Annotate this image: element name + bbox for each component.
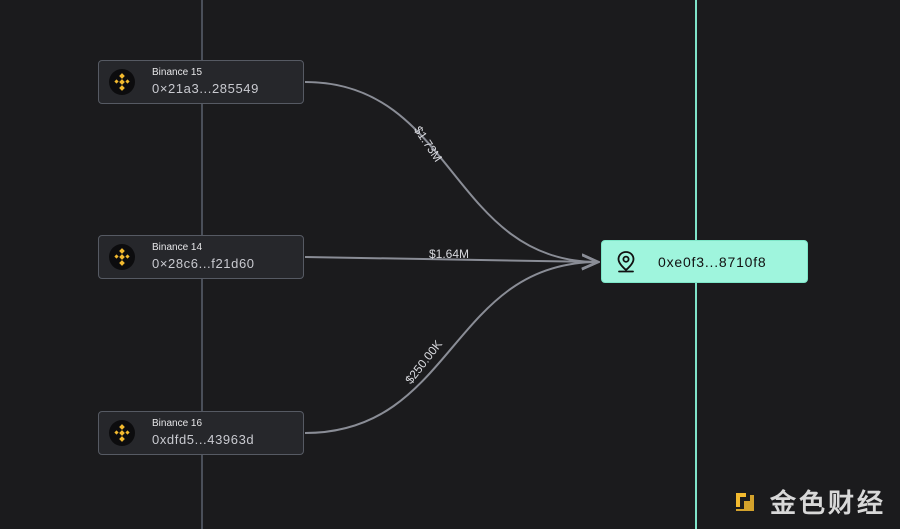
edge-binance-14[interactable] <box>304 257 598 262</box>
watermark: 金色财经 <box>732 483 886 520</box>
source-address: 0×21a3...285549 <box>152 81 259 97</box>
jinse-logo-icon <box>735 492 754 511</box>
edge-binance-16[interactable] <box>304 262 598 434</box>
edge-binance-15[interactable] <box>304 81 598 262</box>
location-pin-icon <box>614 249 638 275</box>
source-address: 0×28c6...f21d60 <box>152 256 255 272</box>
source-name: Binance 14 <box>152 242 203 254</box>
binance-icon <box>109 69 135 95</box>
target-address: 0xe0f3...8710f8 <box>658 253 767 270</box>
source-node-binance-15[interactable]: Binance 15 0×21a3...285549 <box>98 60 304 104</box>
source-node-binance-16[interactable]: Binance 16 0xdfd5...43963d <box>98 411 304 455</box>
source-address: 0xdfd5...43963d <box>152 432 255 448</box>
source-name: Binance 15 <box>152 67 203 79</box>
binance-icon <box>109 420 135 446</box>
watermark-text: 金色财经 <box>769 488 886 518</box>
source-node-binance-14[interactable]: Binance 14 0×28c6...f21d60 <box>98 235 304 279</box>
target-node[interactable]: 0xe0f3...8710f8 <box>601 240 808 283</box>
binance-icon <box>109 244 135 270</box>
source-name: Binance 16 <box>152 418 203 430</box>
edge-label-binance-14: $1.64M <box>429 247 470 261</box>
